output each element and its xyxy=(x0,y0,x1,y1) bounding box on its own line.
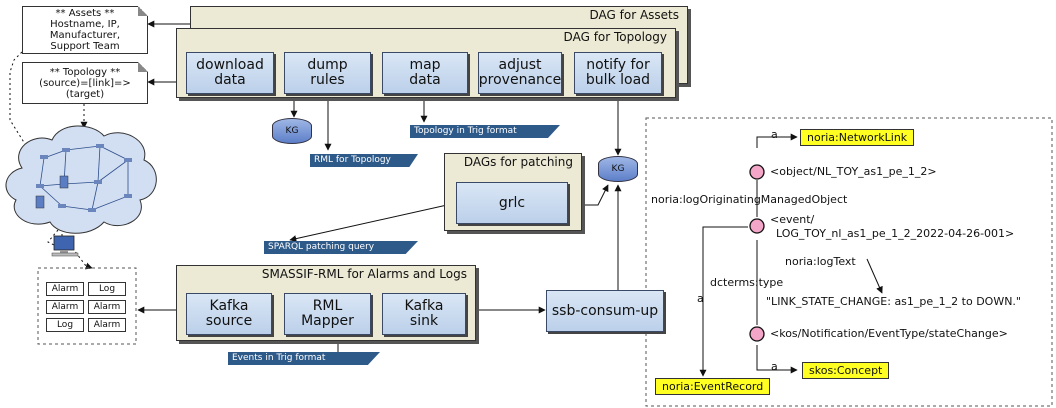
kafka-source-process: Kafka source xyxy=(186,293,272,335)
network-link-class: noria:NetworkLink xyxy=(800,129,915,146)
graph-edge-label: a xyxy=(771,360,778,373)
topology-note: ** Topology ** (source)=[link]=>(target) xyxy=(22,62,148,104)
kos-node-label: <kos/Notification/EventType/stateChange> xyxy=(770,327,1008,340)
dcterms-type-label: dcterms:type xyxy=(710,276,784,289)
rml-topology-ribbon: RML for Topology xyxy=(310,154,418,167)
network-cloud xyxy=(5,125,157,234)
legend-box: Log xyxy=(88,282,126,296)
dump-rules-process: dump rules xyxy=(284,52,371,94)
legend-box: Log xyxy=(46,318,84,332)
kg-store-topology: KG xyxy=(272,118,312,144)
event-node-label-2: LOG_TOY_nl_as1_pe_1_2_2022-04-26-001> xyxy=(776,227,1015,240)
skos-concept-class: skos:Concept xyxy=(802,362,890,379)
log-text-label: noria:logText xyxy=(785,255,856,268)
rml-mapper-process: RML Mapper xyxy=(284,293,371,335)
sparql-ribbon: SPARQL patching query xyxy=(264,241,418,254)
dag-topology-title: DAG for Topology xyxy=(563,30,667,44)
computer-icon xyxy=(51,235,79,257)
download-data-process: download data xyxy=(186,52,274,94)
grlc-process: grlc xyxy=(456,182,568,224)
legend-box: Alarm xyxy=(46,282,84,296)
literal-label: "LINK_STATE_CHANGE: as1_pe_1_2 to DOWN." xyxy=(766,295,1021,308)
object-node-label: <object/NL_TOY_as1_pe_1_2> xyxy=(770,165,937,178)
kafka-sink-process: Kafka sink xyxy=(382,293,466,335)
kg-store-main: KG xyxy=(598,156,638,182)
smassif-title: SMASSIF-RML for Alarms and Logs xyxy=(261,267,467,281)
legend-box: Alarm xyxy=(88,318,126,332)
events-trig-ribbon: Events in Trig format xyxy=(228,352,380,365)
event-node-label-1: <event/ xyxy=(770,213,815,226)
map-data-process: map data xyxy=(382,52,468,94)
legend-box: Alarm xyxy=(46,300,84,314)
ssb-consum-up-process: ssb-consum-up xyxy=(546,290,664,332)
event-record-class: noria:EventRecord xyxy=(655,378,771,395)
graph-edge-label: a xyxy=(771,128,778,141)
legend-box: Alarm xyxy=(88,300,126,314)
topology-trig-ribbon: Topology in Trig format xyxy=(410,125,560,138)
assets-note: ** Assets ** Hostname, IP, Manufacturer,… xyxy=(22,6,148,54)
log-managed-object-label: noria:logOriginatingManagedObject xyxy=(651,193,848,206)
dag-assets-title: DAG for Assets xyxy=(589,8,679,22)
adjust-provenance-process: adjust provenance xyxy=(478,52,562,94)
graph-edge-label: a xyxy=(697,292,704,305)
dags-patching-title: DAGs for patching xyxy=(463,155,573,169)
notify-bulk-load-process: notify for bulk load xyxy=(574,52,662,94)
